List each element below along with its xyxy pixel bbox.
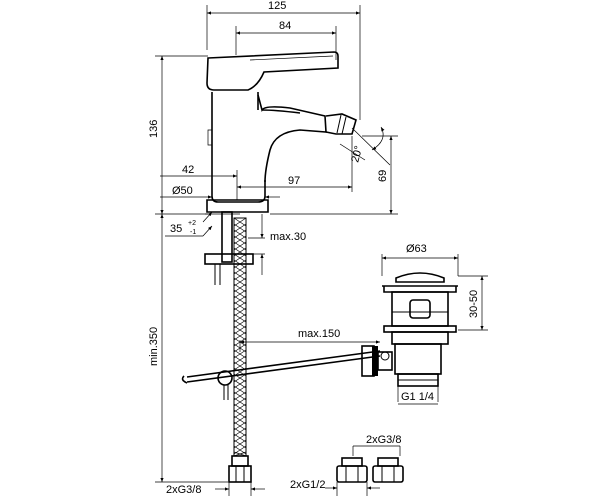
hose-braid-line — [233, 235, 247, 245]
dim-angle-label: 20° — [349, 145, 365, 164]
hose-braid-line — [233, 361, 247, 371]
hose-braid-line — [233, 229, 247, 239]
hose-braid-line — [233, 421, 247, 431]
hose-braid-line — [233, 439, 247, 449]
hose-braid-line — [233, 325, 247, 335]
hose-braid-line — [233, 379, 247, 389]
dim-min350-label: min.350 — [148, 327, 160, 366]
hose-braid-line — [233, 223, 247, 233]
dimension-overall-width: 125 — [206, 0, 361, 120]
hose-braid-line — [233, 373, 247, 383]
dim-35-tol-upper: +2 — [188, 220, 196, 227]
waste-diameter-dim: Ø63 — [381, 243, 459, 276]
hose-braid-line — [233, 289, 247, 299]
dimension-rod-length: max.150 — [239, 328, 380, 352]
dim-97-label: 97 — [288, 175, 300, 187]
dimension-reach: 97 — [237, 136, 353, 192]
hose-braid-line — [233, 385, 247, 395]
hose-braid-line — [233, 391, 247, 401]
spray-nozzle — [325, 113, 357, 135]
hose-braid-line — [233, 331, 247, 341]
dim-42-label: 42 — [182, 164, 194, 176]
hose-braid-line — [233, 397, 247, 407]
hose-braid-line — [233, 277, 247, 287]
dim-adapter-top-label: 2xG3/8 — [366, 434, 401, 446]
hose-braid-line — [233, 433, 247, 443]
hose-braid-line — [233, 217, 247, 227]
hose-braid-line — [233, 319, 247, 329]
waste-linkage — [361, 345, 393, 377]
hose-braid-line — [233, 313, 247, 323]
adapter-bottom-dim: 2xG1/2 — [290, 479, 380, 496]
waste-range-dim: 30-50 — [458, 275, 488, 331]
dim-125-label: 125 — [268, 0, 286, 12]
hose-braid-line — [233, 259, 247, 269]
mounting-shank — [204, 211, 254, 285]
dim-g114-label: G1 1/4 — [401, 391, 434, 403]
dim-diameter-63-label: Ø63 — [406, 243, 427, 255]
hose-braid-line — [233, 241, 247, 251]
hose-braid-line — [233, 409, 247, 419]
dim-hose-thread-label: 2xG3/8 — [166, 484, 201, 496]
waste-thread-dim: G1 1/4 — [397, 386, 439, 405]
dim-69-label: 69 — [377, 170, 389, 182]
hose-braid-line — [233, 403, 247, 413]
hose-braid-line — [233, 283, 247, 293]
adapter-left — [336, 457, 368, 483]
dim-adapter-bottom-label: 2xG1/2 — [290, 479, 325, 491]
hose-braid-line — [233, 427, 247, 437]
hose-braid-line — [233, 349, 247, 359]
waste-plug — [382, 272, 458, 345]
adapter-right — [372, 457, 404, 483]
dimension-base-diameter: Ø50 — [160, 185, 280, 199]
dimension-42: 42 — [160, 164, 238, 200]
hose-braid-line — [233, 301, 247, 311]
dimension-deck-thickness: 35 +2 -1 — [165, 211, 240, 237]
hose-braid-line — [233, 355, 247, 365]
adapter-top-dim: 2xG3/8 — [352, 434, 401, 456]
dimension-hose-length: min.350 — [148, 214, 228, 483]
hose-braid-line — [233, 307, 247, 317]
dimension-outlet-height: 69 — [270, 135, 398, 215]
dim-84-label: 84 — [279, 20, 291, 32]
pull-rod — [181, 350, 381, 400]
hose-braid-line — [233, 295, 247, 305]
dim-max30-label: max.30 — [270, 231, 306, 243]
mixer-body — [206, 92, 269, 213]
dimension-spout-width: 84 — [235, 20, 337, 60]
waste-body — [380, 343, 442, 387]
dimension-angle: 20° — [339, 126, 391, 166]
dimension-max-deck: max.30 — [248, 214, 306, 275]
hose-braid-line — [233, 247, 247, 257]
hose-connector — [228, 455, 252, 483]
dim-30-50-label: 30-50 — [468, 290, 480, 318]
mixer-spout — [257, 94, 327, 183]
hose-braid-line — [233, 415, 247, 425]
mixer-handle — [206, 51, 339, 91]
dim-max150-label: max.150 — [298, 328, 340, 340]
dimension-hose-thread: 2xG3/8 — [166, 482, 265, 496]
hose-braid-line — [233, 253, 247, 263]
hose-braid-line — [233, 265, 247, 275]
dimension-body-height: 136 — [148, 55, 208, 215]
dim-diameter-50-label: Ø50 — [172, 185, 193, 197]
hose-braid-line — [233, 271, 247, 281]
dim-35-label: 35 — [170, 223, 182, 235]
dim-35-tol-lower: -1 — [190, 229, 196, 236]
dim-136-label: 136 — [148, 120, 160, 138]
